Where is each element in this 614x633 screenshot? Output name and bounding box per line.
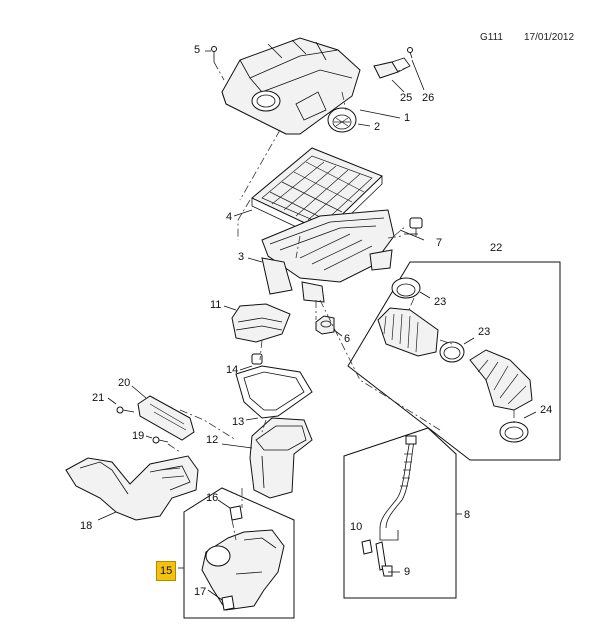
connector-9[interactable] bbox=[375, 541, 393, 577]
screw-26[interactable] bbox=[407, 47, 413, 59]
assembly-box-15 bbox=[183, 487, 295, 619]
callout-25: 25 bbox=[400, 92, 413, 104]
air-intake-duct-12[interactable] bbox=[249, 417, 313, 499]
screw-21[interactable] bbox=[116, 406, 135, 414]
callout-24: 24 bbox=[540, 404, 553, 416]
callout-26: 26 bbox=[422, 92, 435, 104]
vent-hose-8[interactable] bbox=[379, 435, 417, 541]
fastener-17[interactable] bbox=[221, 595, 235, 611]
callout-19: 19 bbox=[132, 430, 145, 442]
bellows-hose-elbow[interactable] bbox=[469, 349, 533, 411]
diagram-code: G111 bbox=[480, 32, 503, 43]
screw-19[interactable] bbox=[152, 436, 169, 444]
grommet-16[interactable] bbox=[229, 505, 243, 521]
hose-clamp-23-upper[interactable] bbox=[391, 277, 421, 299]
callout-7: 7 bbox=[436, 237, 443, 249]
callout-15-highlighted[interactable]: 15 bbox=[156, 561, 177, 581]
air-cleaner-upper-housing[interactable] bbox=[221, 37, 361, 135]
callout-2: 2 bbox=[374, 121, 381, 133]
air-cleaner-lower-housing[interactable] bbox=[261, 209, 395, 303]
callout-21: 21 bbox=[92, 392, 105, 404]
bellows-hose-22[interactable] bbox=[377, 307, 439, 357]
callout-23-lower: 23 bbox=[478, 326, 491, 338]
resonator-11[interactable] bbox=[231, 303, 291, 343]
grommet-14[interactable] bbox=[251, 353, 263, 365]
duct-assembly-15[interactable] bbox=[201, 529, 285, 611]
callout-22: 22 bbox=[490, 242, 503, 254]
mounting-bushing-7[interactable] bbox=[409, 217, 423, 236]
callout-16: 16 bbox=[206, 492, 219, 504]
diagram-date: 17/01/2012 bbox=[524, 32, 575, 43]
intake-pipe-18[interactable] bbox=[65, 455, 199, 521]
rubber-mount-6[interactable] bbox=[315, 315, 335, 335]
callout-10: 10 bbox=[350, 521, 363, 533]
hose-clamp-23-lower[interactable] bbox=[439, 341, 465, 363]
callout-3: 3 bbox=[238, 251, 245, 263]
callout-9: 9 bbox=[404, 566, 411, 578]
callout-11: 11 bbox=[210, 299, 222, 311]
callout-23-upper: 23 bbox=[434, 296, 447, 308]
callout-20: 20 bbox=[118, 377, 131, 389]
clip-10[interactable] bbox=[361, 539, 373, 555]
seal-gasket-13[interactable] bbox=[235, 365, 313, 419]
callout-8: 8 bbox=[464, 509, 471, 521]
callout-12: 12 bbox=[206, 434, 219, 446]
callout-4: 4 bbox=[226, 211, 233, 223]
assembly-box-22 bbox=[347, 261, 561, 461]
screw-5[interactable] bbox=[211, 46, 217, 63]
callout-14: 14 bbox=[226, 364, 239, 376]
air-filter-element[interactable] bbox=[251, 147, 383, 241]
bracket-20[interactable] bbox=[137, 395, 195, 441]
callout-17: 17 bbox=[194, 586, 207, 598]
hose-clamp-2[interactable] bbox=[327, 107, 357, 133]
assembly-box-8 bbox=[343, 427, 457, 599]
hose-clamp-24[interactable] bbox=[499, 421, 529, 443]
callout-6: 6 bbox=[344, 333, 351, 345]
callout-5: 5 bbox=[194, 44, 201, 56]
callout-18: 18 bbox=[80, 520, 93, 532]
callout-1: 1 bbox=[404, 112, 411, 124]
callout-13: 13 bbox=[232, 416, 245, 428]
